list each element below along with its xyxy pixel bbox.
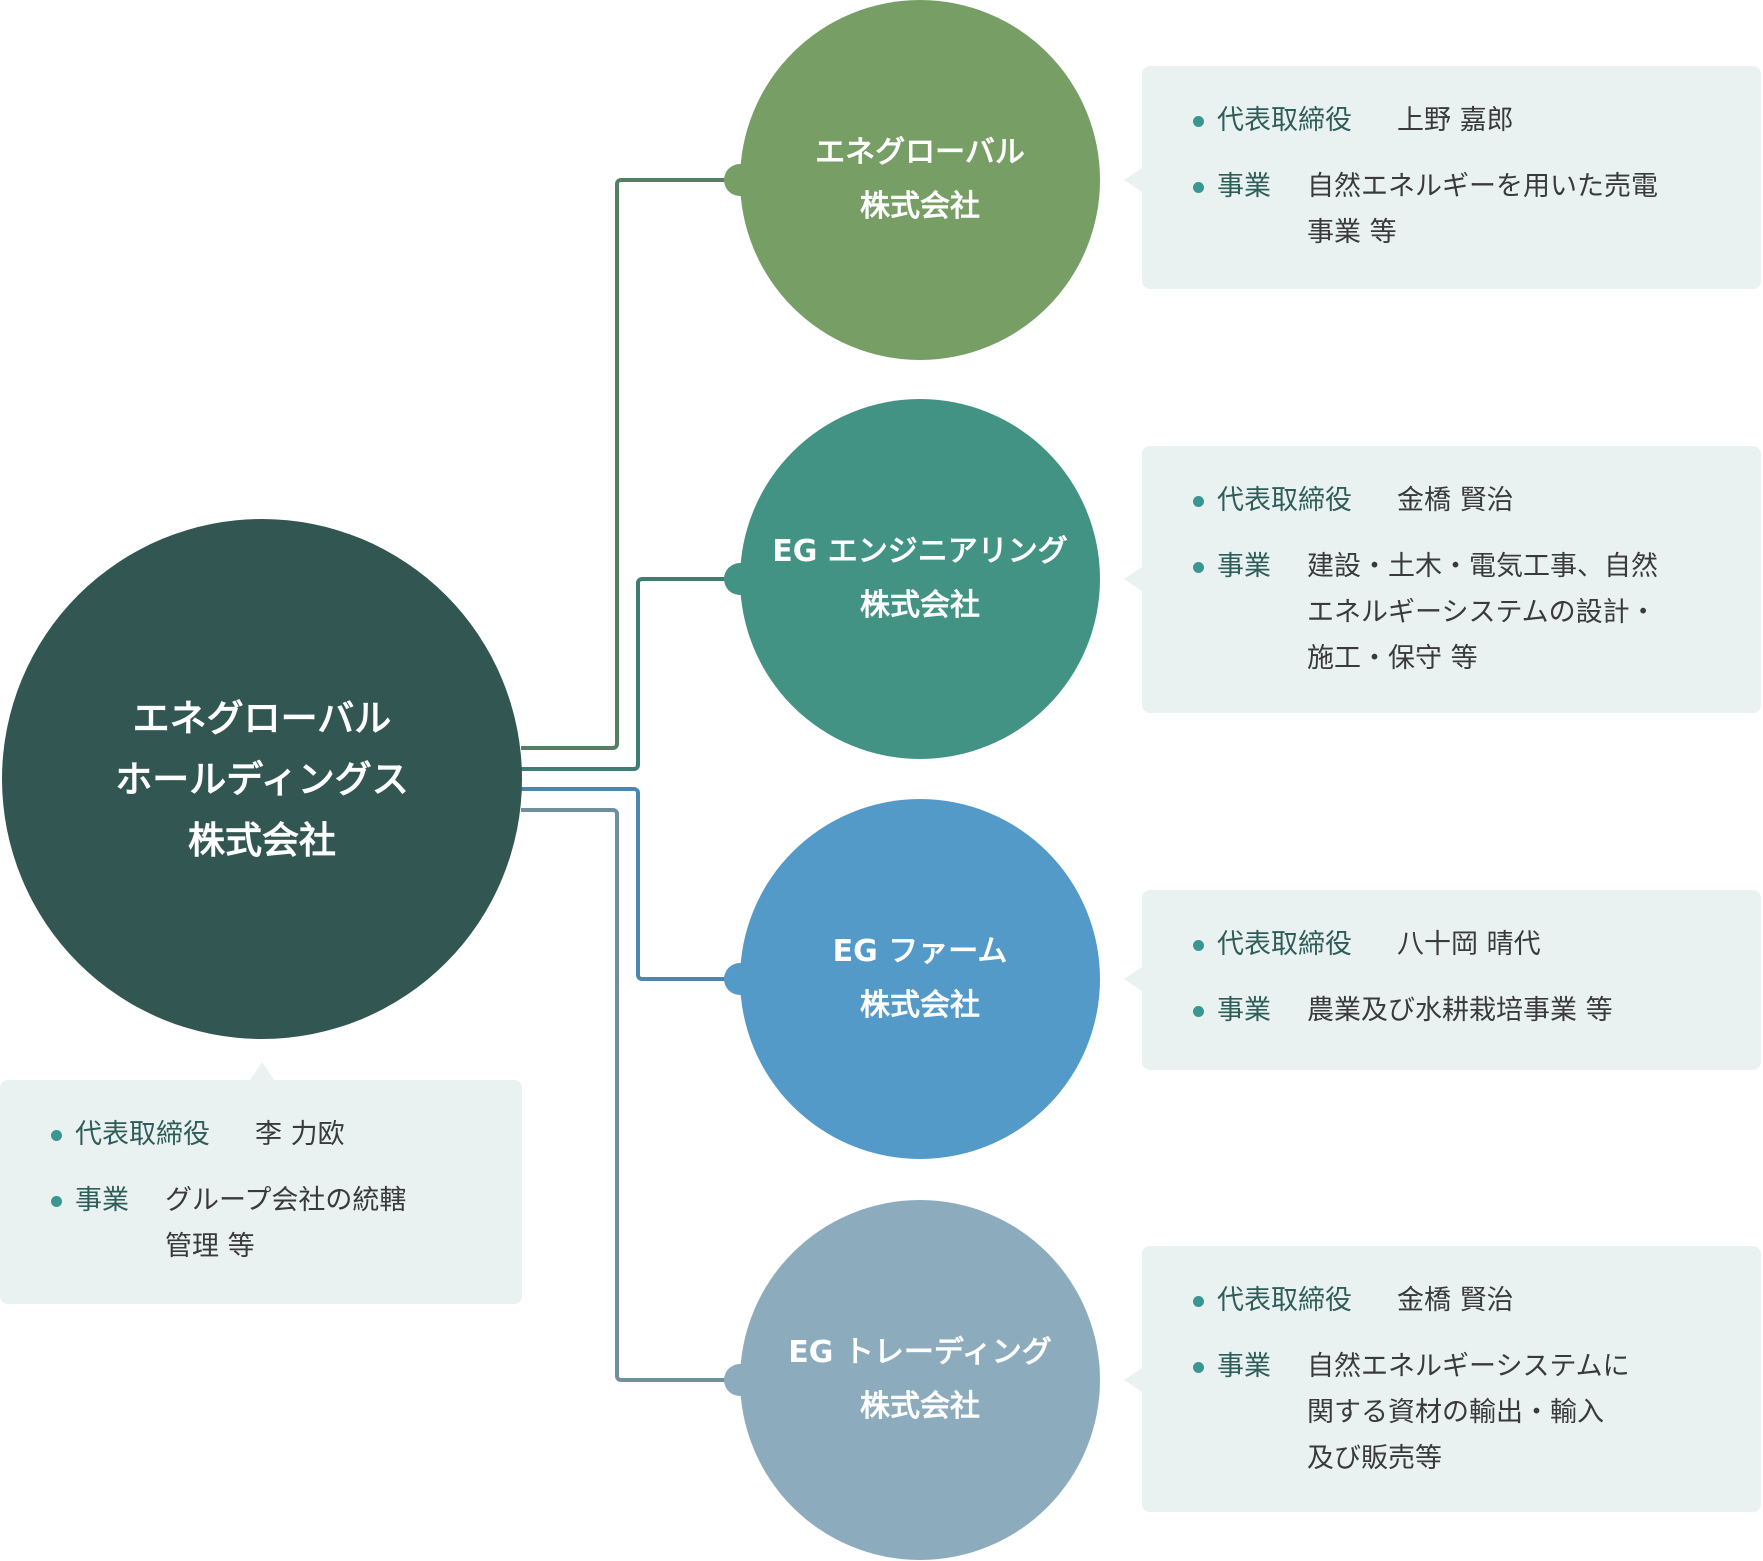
bullet-icon xyxy=(1193,1362,1204,1373)
company-info-box: 代表取締役 八十岡 晴代 事業 農業及び水耕栽培事業 等 xyxy=(1142,890,1761,1070)
biz-line: 及び販売等 xyxy=(1307,1443,1442,1474)
rep-value: 金橋 賢治 xyxy=(1397,485,1514,516)
bullet-icon xyxy=(1193,940,1204,951)
biz-line: エネルギーシステムの設計・ xyxy=(1307,597,1657,628)
biz-value: 自然エネルギーを用いた売電事業 等 xyxy=(1307,164,1658,256)
company-name-line: EG エンジニアリング xyxy=(772,534,1068,569)
biz-line: 農業及び水耕栽培事業 等 xyxy=(1307,995,1613,1026)
rep-item: 代表取締役 李 力欧 xyxy=(51,1112,522,1158)
bullet-icon xyxy=(1193,1296,1204,1307)
biz-item: 事業 自然エネルギーを用いた売電事業 等 xyxy=(1193,164,1761,256)
company-node-energlobal: エネグローバル 株式会社 xyxy=(740,0,1100,360)
biz-label: 事業 xyxy=(1217,1351,1271,1382)
parent-name-line: ホールディングス xyxy=(115,757,409,801)
biz-item: 事業 建設・土木・電気工事、自然エネルギーシステムの設計・施工・保守 等 xyxy=(1193,544,1761,682)
rep-item: 代表取締役 金橋 賢治 xyxy=(1193,478,1761,524)
rep-value: 李 力欧 xyxy=(255,1119,345,1150)
biz-item: 事業 グループ会社の統轄 管理 等 xyxy=(51,1178,522,1270)
rep-value: 金橋 賢治 xyxy=(1397,1285,1514,1316)
rep-label: 代表取締役 xyxy=(1217,929,1352,960)
company-node-eg-trading: EG トレーディング 株式会社 xyxy=(740,1200,1100,1560)
biz-item: 事業 農業及び水耕栽培事業 等 xyxy=(1193,988,1761,1034)
company-name-line: 株式会社 xyxy=(860,988,980,1023)
biz-line: 事業 等 xyxy=(1307,217,1397,248)
bullet-icon xyxy=(51,1196,62,1207)
bullet-icon xyxy=(1193,1006,1204,1017)
parent-name-line: エネグローバル xyxy=(132,696,392,740)
biz-line: 建設・土木・電気工事、自然 xyxy=(1307,551,1658,582)
biz-line: 管理 等 xyxy=(165,1231,255,1262)
biz-line: 施工・保守 等 xyxy=(1307,643,1478,674)
parent-name-line: 株式会社 xyxy=(188,818,336,862)
biz-value: 自然エネルギーシステムに関する資材の輸出・輸入及び販売等 xyxy=(1307,1344,1630,1482)
biz-label: 事業 xyxy=(75,1185,129,1216)
biz-line: グループ会社の統轄 xyxy=(165,1185,407,1216)
connector-4 xyxy=(521,808,740,1382)
company-name-line: 株式会社 xyxy=(860,189,980,224)
rep-value: 上野 嘉郎 xyxy=(1397,105,1514,136)
biz-value: 農業及び水耕栽培事業 等 xyxy=(1307,988,1613,1034)
company-info-box: 代表取締役 上野 嘉郎 事業 自然エネルギーを用いた売電事業 等 xyxy=(1142,66,1761,289)
bullet-icon xyxy=(1193,562,1204,573)
bullet-icon xyxy=(1193,496,1204,507)
rep-label: 代表取締役 xyxy=(1217,105,1352,136)
biz-line: 関する資材の輸出・輸入 xyxy=(1307,1397,1604,1428)
connector-3 xyxy=(521,787,740,981)
company-node-eg-engineering: EG エンジニアリング 株式会社 xyxy=(740,399,1100,759)
connector-1 xyxy=(521,178,740,750)
biz-label: 事業 xyxy=(1217,551,1271,582)
biz-line: 自然エネルギーシステムに xyxy=(1307,1351,1630,1382)
bullet-icon xyxy=(51,1130,62,1141)
company-info-box: 代表取締役 金橋 賢治 事業 建設・土木・電気工事、自然エネルギーシステムの設計・施… xyxy=(1142,446,1761,713)
rep-value: 八十岡 晴代 xyxy=(1397,929,1541,960)
rep-item: 代表取締役 上野 嘉郎 xyxy=(1193,98,1761,144)
biz-value: グループ会社の統轄 管理 等 xyxy=(165,1178,406,1270)
company-name-line: 株式会社 xyxy=(860,588,980,623)
parent-info-box: 代表取締役 李 力欧 事業 グループ会社の統轄 管理 等 xyxy=(0,1062,522,1304)
company-name-line: エネグローバル xyxy=(815,135,1025,170)
company-node-eg-farm: EG ファーム 株式会社 xyxy=(740,799,1100,1159)
bullet-icon xyxy=(1193,116,1204,127)
rep-item: 代表取締役 八十岡 晴代 xyxy=(1193,922,1761,968)
biz-item: 事業 自然エネルギーシステムに関する資材の輸出・輸入及び販売等 xyxy=(1193,1344,1761,1482)
company-name-line: EG トレーディング xyxy=(788,1335,1052,1370)
rep-item: 代表取締役 金橋 賢治 xyxy=(1193,1278,1761,1324)
bullet-icon xyxy=(1193,182,1204,193)
company-name-line: 株式会社 xyxy=(860,1389,980,1424)
biz-line: 自然エネルギーを用いた売電 xyxy=(1307,171,1658,202)
company-name-line: EG ファーム xyxy=(832,934,1008,969)
biz-label: 事業 xyxy=(1217,995,1271,1026)
connector-2 xyxy=(521,577,740,771)
rep-label: 代表取締役 xyxy=(1217,485,1352,516)
biz-value: 建設・土木・電気工事、自然エネルギーシステムの設計・施工・保守 等 xyxy=(1307,544,1658,682)
parent-company-node: エネグローバル ホールディングス 株式会社 xyxy=(2,519,522,1039)
rep-label: 代表取締役 xyxy=(75,1119,210,1150)
company-info-box: 代表取締役 金橋 賢治 事業 自然エネルギーシステムに関する資材の輸出・輸入及び販売… xyxy=(1142,1246,1761,1512)
rep-label: 代表取締役 xyxy=(1217,1285,1352,1316)
biz-label: 事業 xyxy=(1217,171,1271,202)
